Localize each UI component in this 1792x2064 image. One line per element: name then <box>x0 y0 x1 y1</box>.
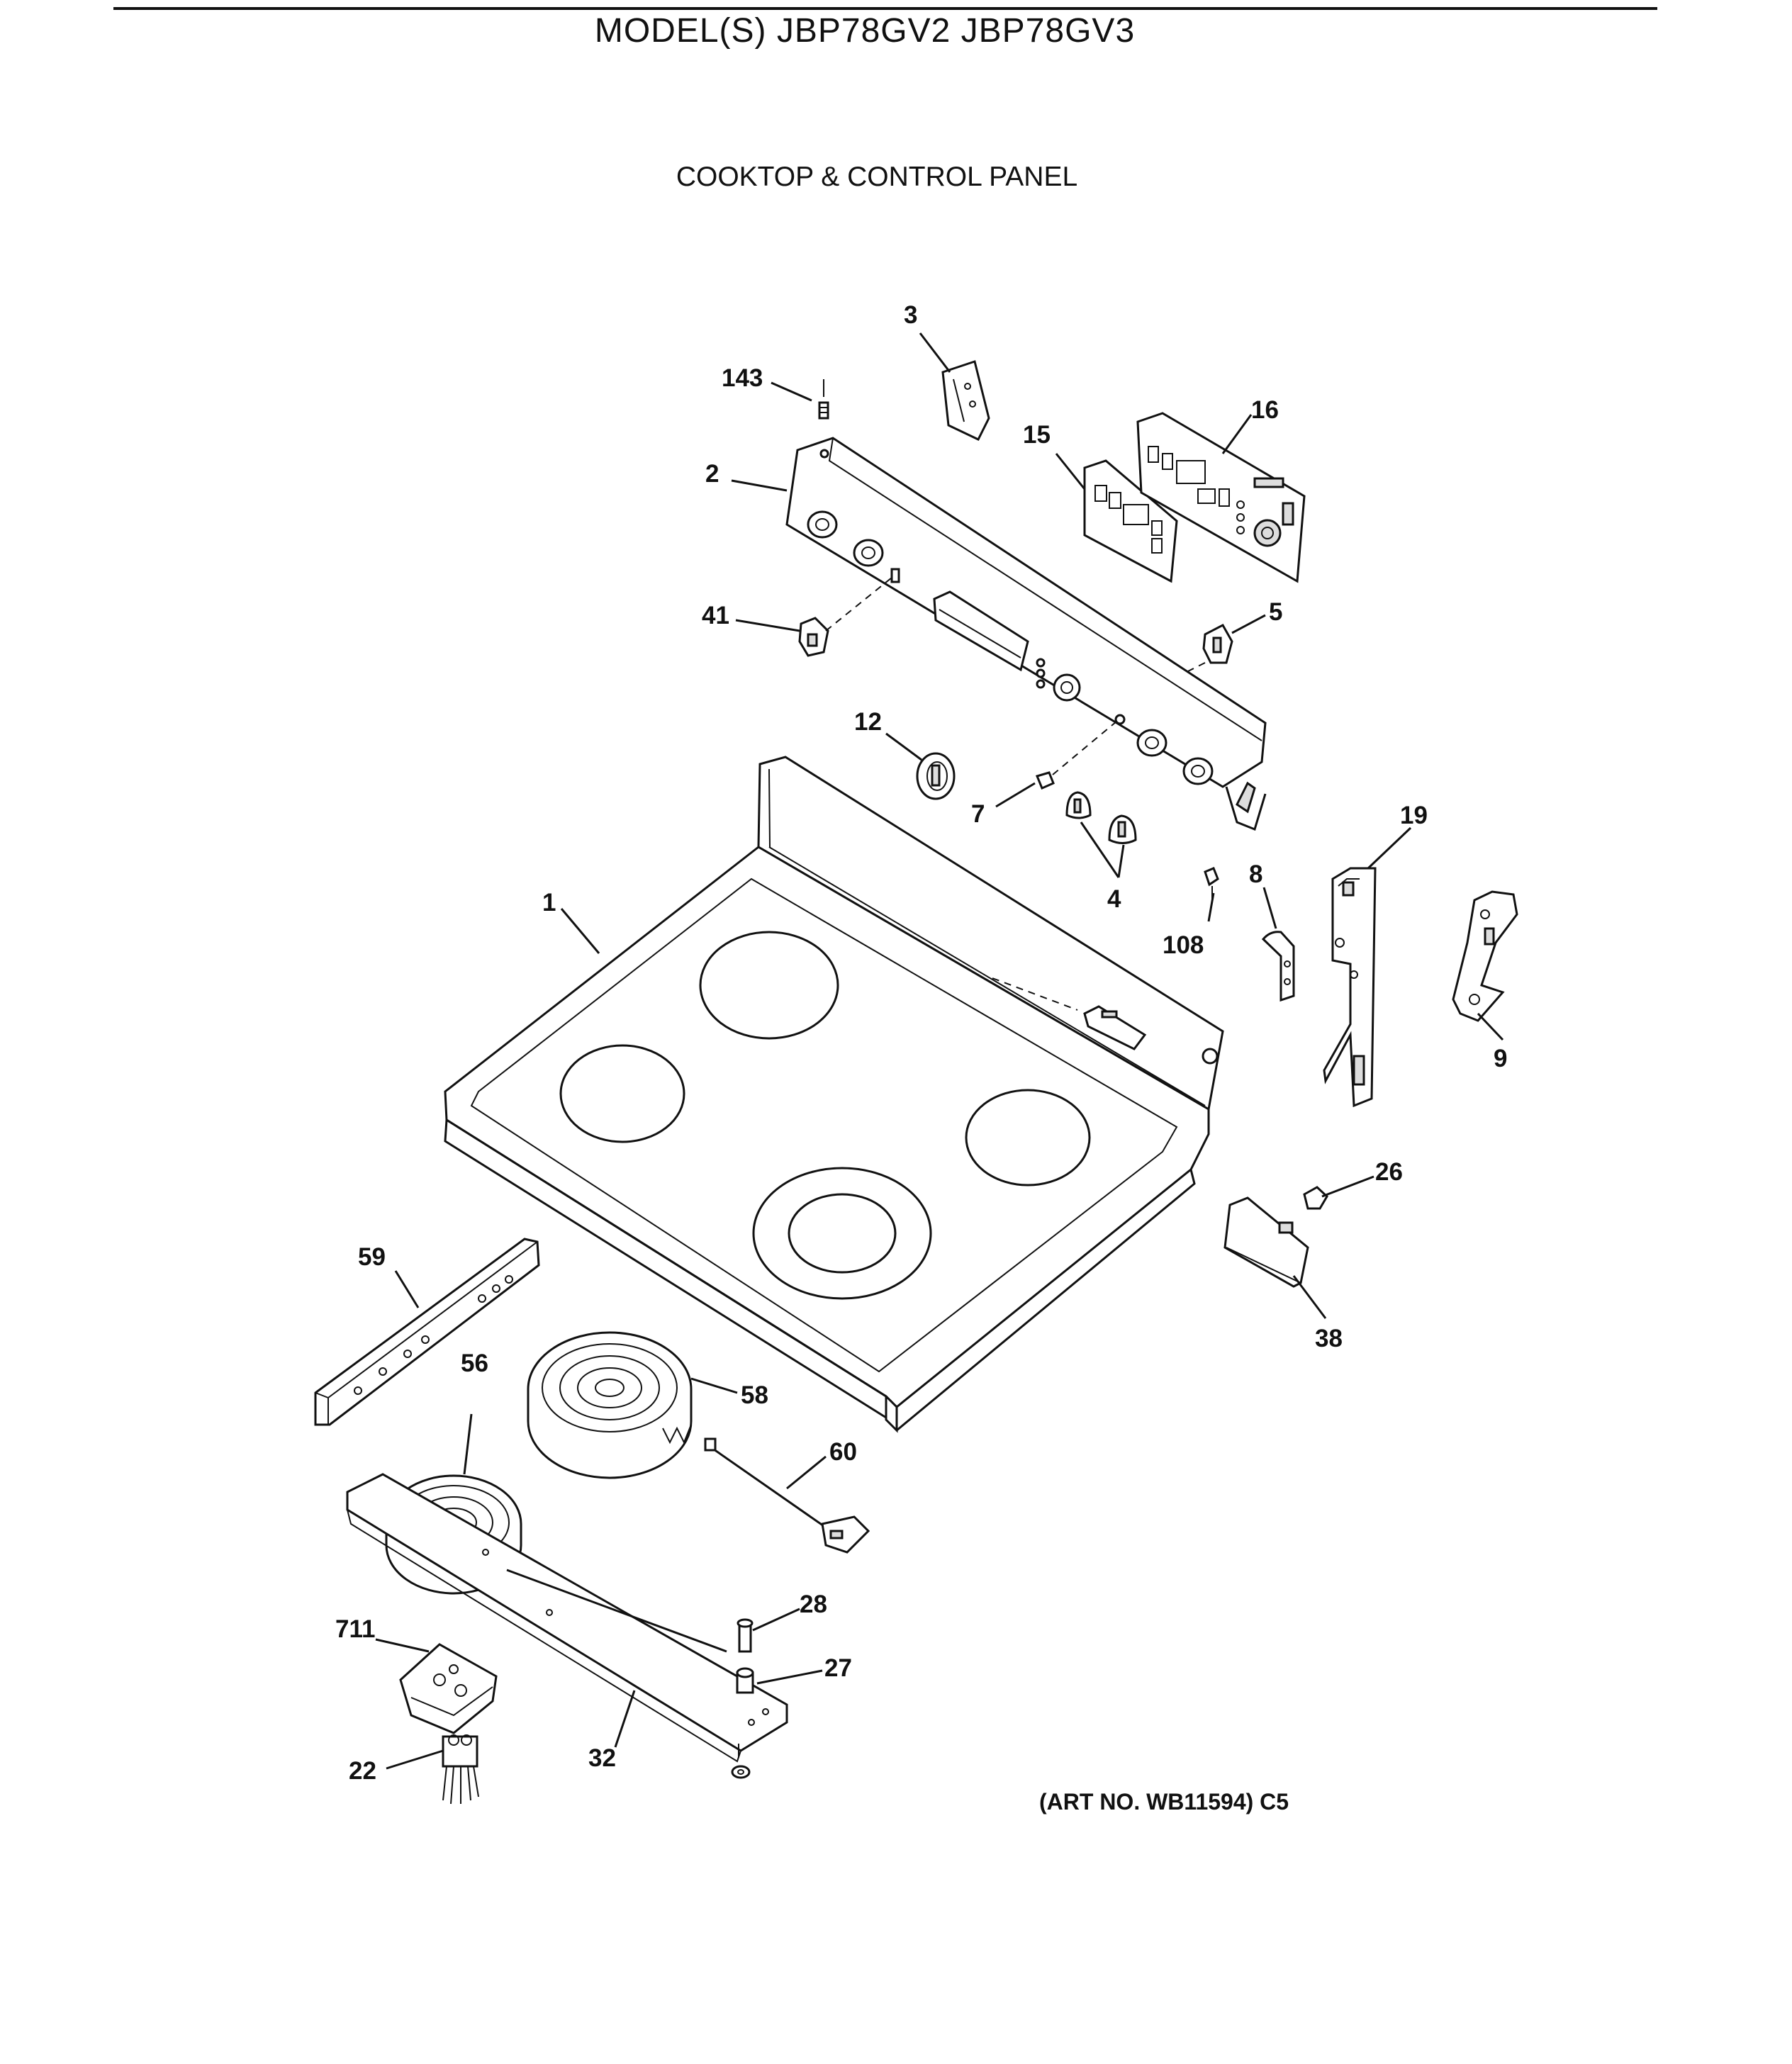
part-5-bracket <box>1202 624 1233 664</box>
header-rule <box>113 7 1657 10</box>
part-16-control-board <box>1136 412 1306 583</box>
part-143-screw <box>818 379 829 420</box>
callout-4: 4 <box>1107 885 1121 913</box>
callout-9: 9 <box>1494 1045 1507 1072</box>
callout-12: 12 <box>854 708 882 736</box>
callout-58: 58 <box>741 1381 768 1409</box>
callout-711: 711 <box>335 1615 375 1643</box>
part-59-rail <box>314 1238 540 1426</box>
callout-28: 28 <box>800 1591 827 1618</box>
part-9-end-cap <box>1452 890 1518 1022</box>
callout-16: 16 <box>1251 396 1279 424</box>
part-28-stud <box>737 1618 754 1653</box>
part-12-knob <box>916 752 956 800</box>
callout-5: 5 <box>1269 598 1282 626</box>
callout-7: 7 <box>971 800 985 828</box>
callout-8: 8 <box>1249 860 1262 888</box>
callout-26: 26 <box>1375 1158 1403 1186</box>
part-4-knobs <box>1065 791 1137 844</box>
part-32-support <box>346 1473 788 1763</box>
callout-108: 108 <box>1163 931 1204 959</box>
callout-27: 27 <box>824 1654 852 1682</box>
part-19-end-cap <box>1323 867 1377 1108</box>
callout-32: 32 <box>588 1744 616 1772</box>
callout-59: 59 <box>358 1243 386 1271</box>
washer <box>731 1744 751 1779</box>
part-8-bracket <box>1261 931 1295 1002</box>
part-22-terminal <box>442 1734 479 1805</box>
callout-143: 143 <box>722 364 763 392</box>
part-3-clip <box>941 360 990 441</box>
callout-22: 22 <box>349 1757 376 1785</box>
model-title: MODEL(S) JBP78GV2 JBP78GV3 <box>594 12 1136 50</box>
part-108-screw <box>1204 867 1219 900</box>
leader-lines <box>375 332 1504 1770</box>
part-711-bracket <box>399 1643 498 1734</box>
part-7-indicator <box>1035 771 1055 790</box>
part-58-element <box>527 1331 693 1479</box>
callout-3: 3 <box>904 301 917 329</box>
part-41-switch <box>798 617 829 657</box>
section-title: COOKTOP & CONTROL PANEL <box>676 162 1078 192</box>
part-15-overlay <box>1083 459 1178 583</box>
callout-labels: 3 143 16 15 2 41 5 12 7 4 19 8 108 1 9 2… <box>335 301 1507 1785</box>
part-60-sensor <box>704 1437 870 1554</box>
callout-38: 38 <box>1315 1325 1343 1352</box>
main-cooktop <box>444 756 1224 1433</box>
control-panel-backsplash <box>785 437 1267 831</box>
art-number: (ART NO. WB11594) C5 <box>1039 1789 1289 1815</box>
part-26-clip <box>1303 1186 1328 1210</box>
callout-56: 56 <box>461 1350 488 1377</box>
callout-60: 60 <box>829 1438 857 1466</box>
part-38-cover <box>1223 1196 1309 1288</box>
callout-41: 41 <box>702 602 729 629</box>
callout-2: 2 <box>705 460 719 488</box>
callout-15: 15 <box>1023 421 1051 449</box>
part-27-bushing <box>736 1667 754 1694</box>
callout-19: 19 <box>1400 802 1428 829</box>
callout-1: 1 <box>542 889 556 916</box>
